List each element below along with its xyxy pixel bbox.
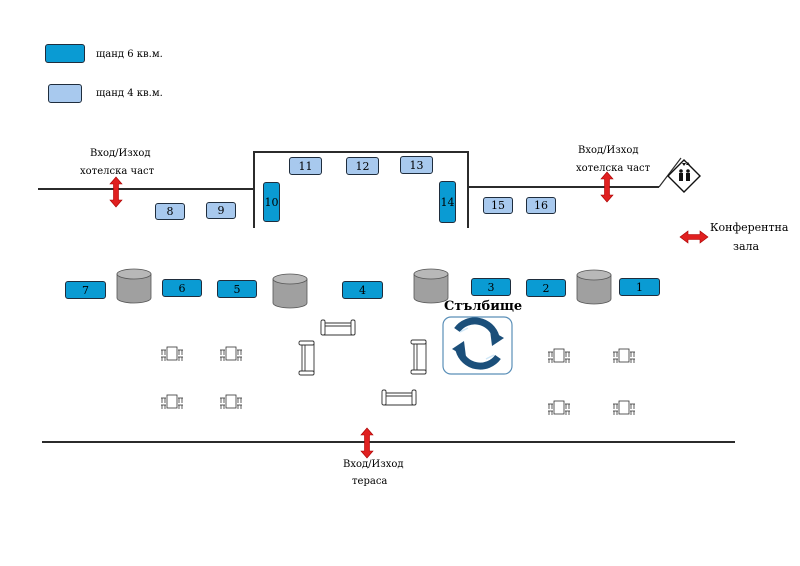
entrance-terrace-line2: тераса	[352, 476, 388, 487]
entrance-hotel-left-line1: Вход/Изход	[90, 148, 151, 159]
stand-9[interactable]: 9	[206, 202, 236, 219]
entrance-conference-line2: зала	[733, 240, 760, 253]
table-icon	[160, 394, 184, 410]
sofa-icon	[320, 319, 356, 336]
alcove-top	[253, 151, 469, 153]
arrow-icon	[600, 171, 614, 203]
stand-10[interactable]: 10	[263, 182, 280, 222]
stand-12[interactable]: 12	[346, 157, 379, 175]
sofa-icon	[410, 339, 427, 375]
entrance-hotel-right-line2: хотелска част	[576, 163, 651, 174]
table-icon	[219, 394, 243, 410]
stairs-label: Стълбище	[444, 299, 523, 314]
stand-6[interactable]: 6	[162, 279, 202, 297]
stand-2[interactable]: 2	[526, 279, 566, 297]
entrance-hotel-right-line1: Вход/Изход	[578, 145, 639, 156]
elevator-icon	[658, 157, 701, 193]
table-icon	[612, 348, 636, 364]
alcove-right	[467, 151, 469, 228]
stand-5[interactable]: 5	[217, 280, 257, 298]
entrance-conference-line1: Конферентна	[710, 221, 789, 234]
legend-label-6sqm: щанд 6 кв.м.	[96, 49, 163, 60]
legend-swatch-4sqm	[48, 84, 82, 103]
stand-14[interactable]: 14	[439, 181, 456, 223]
stand-4[interactable]: 4	[342, 281, 383, 299]
stairs-icon	[442, 316, 513, 375]
wall-right	[469, 186, 659, 188]
arrow-icon	[360, 427, 374, 459]
stand-3[interactable]: 3	[471, 278, 511, 296]
wall-bottom	[42, 441, 735, 443]
entrance-hotel-left-line2: хотелска част	[80, 166, 155, 177]
arrow-icon	[679, 230, 709, 244]
alcove-left	[253, 151, 255, 228]
legend-label-4sqm: щанд 4 кв.м.	[96, 88, 163, 99]
legend-swatch-6sqm	[45, 44, 85, 63]
sofa-icon	[381, 389, 417, 406]
table-icon	[612, 400, 636, 416]
sofa-icon	[298, 340, 315, 376]
table-icon	[547, 348, 571, 364]
table-icon	[160, 346, 184, 362]
stand-7[interactable]: 7	[65, 281, 106, 299]
pillar-icon	[272, 273, 308, 309]
table-icon	[219, 346, 243, 362]
stand-11[interactable]: 11	[289, 157, 322, 175]
stand-8[interactable]: 8	[155, 203, 185, 220]
pillar-icon	[576, 269, 612, 305]
pillar-icon	[413, 268, 449, 304]
pillar-icon	[116, 268, 152, 304]
stand-15[interactable]: 15	[483, 197, 513, 214]
stand-16[interactable]: 16	[526, 197, 556, 214]
stand-1[interactable]: 1	[619, 278, 660, 296]
arrow-icon	[109, 176, 123, 208]
table-icon	[547, 400, 571, 416]
entrance-terrace-line1: Вход/Изход	[343, 459, 404, 470]
wall-left	[38, 188, 254, 190]
stand-13[interactable]: 13	[400, 156, 433, 174]
